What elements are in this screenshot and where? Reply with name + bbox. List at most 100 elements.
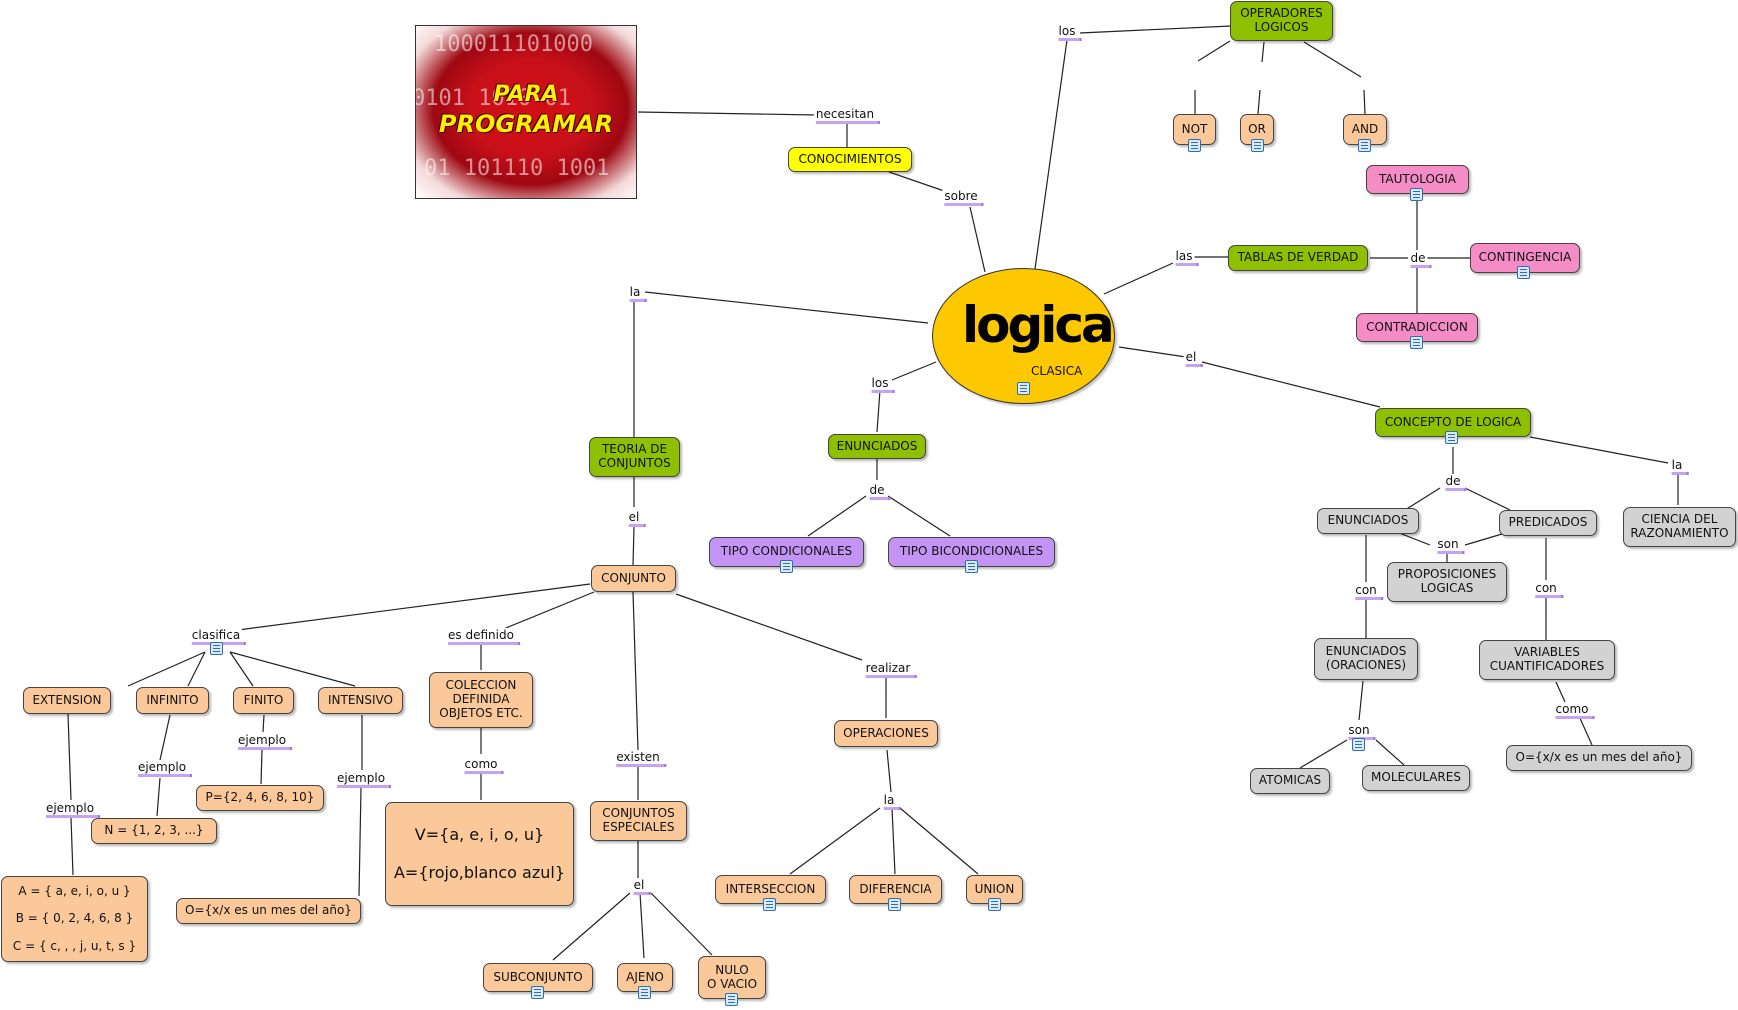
- link-label-el-especiales[interactable]: el: [631, 878, 651, 895]
- link-label-son-right[interactable]: son: [1435, 537, 1465, 554]
- doc-icon[interactable]: [1251, 139, 1264, 152]
- link-label-son-bottom[interactable]: son: [1346, 723, 1376, 740]
- link-label-necesitan[interactable]: necesitan: [813, 107, 881, 124]
- node-contradiccion[interactable]: CONTRADICCION: [1356, 313, 1478, 342]
- node-n-set[interactable]: N = {1, 2, 3, ...}: [91, 818, 217, 844]
- link-label-como-left[interactable]: como: [462, 757, 504, 774]
- node-enunciados-right[interactable]: ENUNCIADOS: [1317, 508, 1419, 534]
- image-caption-programar: PROGRAMAR: [438, 110, 614, 138]
- node-infinito[interactable]: INFINITO: [136, 687, 209, 714]
- doc-icon[interactable]: [1188, 139, 1201, 152]
- link-label-el-teoria[interactable]: el: [626, 510, 646, 527]
- doc-icon[interactable]: [1358, 139, 1371, 152]
- link-label-los-top[interactable]: los: [1056, 24, 1082, 41]
- node-extension[interactable]: EXTENSION: [23, 687, 111, 714]
- doc-icon[interactable]: [763, 898, 776, 911]
- node-atomicas[interactable]: ATOMICAS: [1250, 768, 1330, 794]
- doc-icon[interactable]: [965, 560, 978, 573]
- link-label-de-tablas[interactable]: de: [1408, 251, 1432, 268]
- node-ciencia-del-razonamiento[interactable]: CIENCIA DEL RAZONAMIENTO: [1623, 507, 1736, 547]
- node-finito[interactable]: FINITO: [233, 687, 294, 714]
- doc-icon[interactable]: [210, 642, 223, 655]
- doc-icon[interactable]: [780, 560, 793, 573]
- node-coleccion-definida[interactable]: COLECCION DEFINIDA OBJETOS ETC.: [429, 672, 533, 728]
- link-label-los-left[interactable]: los: [869, 376, 895, 393]
- doc-icon[interactable]: [1352, 738, 1365, 751]
- connector: [1529, 436, 1669, 464]
- doc-icon[interactable]: [988, 898, 1001, 911]
- connector: [358, 787, 362, 897]
- binary-pattern: 01 101110 1001: [424, 156, 610, 181]
- node-o-meses-right[interactable]: O={x/x es un mes del año}: [1506, 745, 1692, 771]
- node-conjuntos-especiales[interactable]: CONJUNTOS ESPECIALES: [590, 801, 687, 841]
- doc-icon[interactable]: [1410, 336, 1423, 349]
- doc-icon[interactable]: [888, 898, 901, 911]
- connector: [899, 807, 979, 875]
- binary-pattern: 0101 1010 01: [415, 86, 571, 111]
- node-p-set[interactable]: P={2, 4, 6, 8, 10}: [196, 785, 324, 811]
- link-label-las[interactable]: las: [1173, 249, 1199, 266]
- connector: [262, 714, 265, 733]
- node-vowels-colors-sets[interactable]: V={a, e, i, o, u} A={rojo,blanco azul}: [385, 802, 574, 906]
- node-nulo-o-vacio[interactable]: NULO O VACIO: [698, 956, 766, 999]
- connector: [1464, 487, 1511, 511]
- link-label-como-right[interactable]: como: [1553, 702, 1595, 719]
- doc-icon[interactable]: [1517, 266, 1530, 279]
- link-label-sobre[interactable]: sobre: [942, 189, 984, 206]
- connector: [888, 171, 951, 194]
- node-enunciados-center[interactable]: ENUNCIADOS: [828, 434, 926, 459]
- node-tablas-de-verdad[interactable]: TABLAS DE VERDAD: [1228, 245, 1368, 271]
- link-label-de-enunciados[interactable]: de: [867, 483, 891, 500]
- doc-icon[interactable]: [1410, 188, 1423, 201]
- connector: [1358, 680, 1364, 721]
- connector: [1201, 361, 1381, 408]
- connector: [229, 651, 254, 687]
- node-o-meses-left[interactable]: O={x/x es un mes del año}: [176, 898, 361, 924]
- node-variables-cuantificadores[interactable]: VARIABLES CUANTIFICADORES: [1479, 640, 1615, 680]
- link-label-ejemplo-intensivo[interactable]: ejemplo: [334, 771, 392, 788]
- connector: [70, 817, 74, 876]
- doc-icon[interactable]: [531, 986, 544, 999]
- connector: [127, 651, 206, 687]
- connector: [969, 206, 986, 273]
- node-abc-sets[interactable]: A = { a, e, i, o, u } B = { 0, 2, 4, 6, …: [1, 876, 148, 962]
- connector: [1079, 25, 1232, 34]
- link-label-existen[interactable]: existen: [614, 750, 666, 767]
- link-label-realizar[interactable]: realizar: [863, 661, 916, 678]
- node-operadores-logicos[interactable]: OPERADORES LOGICOS: [1230, 1, 1333, 41]
- node-enunciados-oraciones[interactable]: ENUNCIADOS (ORACIONES): [1314, 638, 1418, 680]
- link-label-ejemplo-finito[interactable]: ejemplo: [235, 733, 293, 750]
- link-label-la-operaciones[interactable]: la: [881, 793, 900, 810]
- node-moleculares[interactable]: MOLECULARES: [1362, 765, 1470, 791]
- node-conocimientos[interactable]: CONOCIMIENTOS: [788, 147, 912, 172]
- logica-center-node[interactable]: [932, 268, 1115, 404]
- node-operaciones[interactable]: OPERACIONES: [834, 720, 938, 747]
- doc-icon[interactable]: [1017, 382, 1030, 395]
- node-predicados[interactable]: PREDICADOS: [1499, 510, 1597, 536]
- connector: [886, 749, 892, 793]
- link-label-ejemplo-infinito[interactable]: ejemplo: [135, 760, 193, 777]
- node-intensivo[interactable]: INTENSIVO: [318, 687, 403, 714]
- link-label-es-definido[interactable]: es definido: [446, 628, 520, 645]
- doc-icon[interactable]: [1445, 431, 1458, 444]
- link-label-de-concepto[interactable]: de: [1443, 474, 1467, 491]
- node-teoria-de-conjuntos[interactable]: TEORIA DE CONJUNTOS: [589, 437, 680, 477]
- connector: [1257, 89, 1261, 115]
- link-label-con-left[interactable]: con: [1353, 583, 1383, 600]
- node-union[interactable]: UNION: [966, 875, 1023, 904]
- link-label-el-right[interactable]: el: [1183, 350, 1203, 367]
- connector: [632, 591, 639, 751]
- node-conjunto[interactable]: CONJUNTO: [591, 565, 676, 592]
- link-label-la-right[interactable]: la: [1669, 458, 1688, 475]
- doc-icon[interactable]: [638, 986, 651, 999]
- connector: [1034, 39, 1068, 270]
- link-label-ejemplo-extension[interactable]: ejemplo: [43, 801, 101, 818]
- doc-icon[interactable]: [725, 993, 738, 1006]
- link-label-con-right[interactable]: con: [1533, 581, 1563, 598]
- node-proposiciones-logicas[interactable]: PROPOSICIONES LOGICAS: [1387, 562, 1507, 602]
- link-label-clasifica[interactable]: clasifica: [189, 628, 247, 645]
- link-label-la-left[interactable]: la: [627, 285, 646, 302]
- logica-subtitle: CLASICA: [1031, 364, 1083, 378]
- connector: [644, 291, 929, 324]
